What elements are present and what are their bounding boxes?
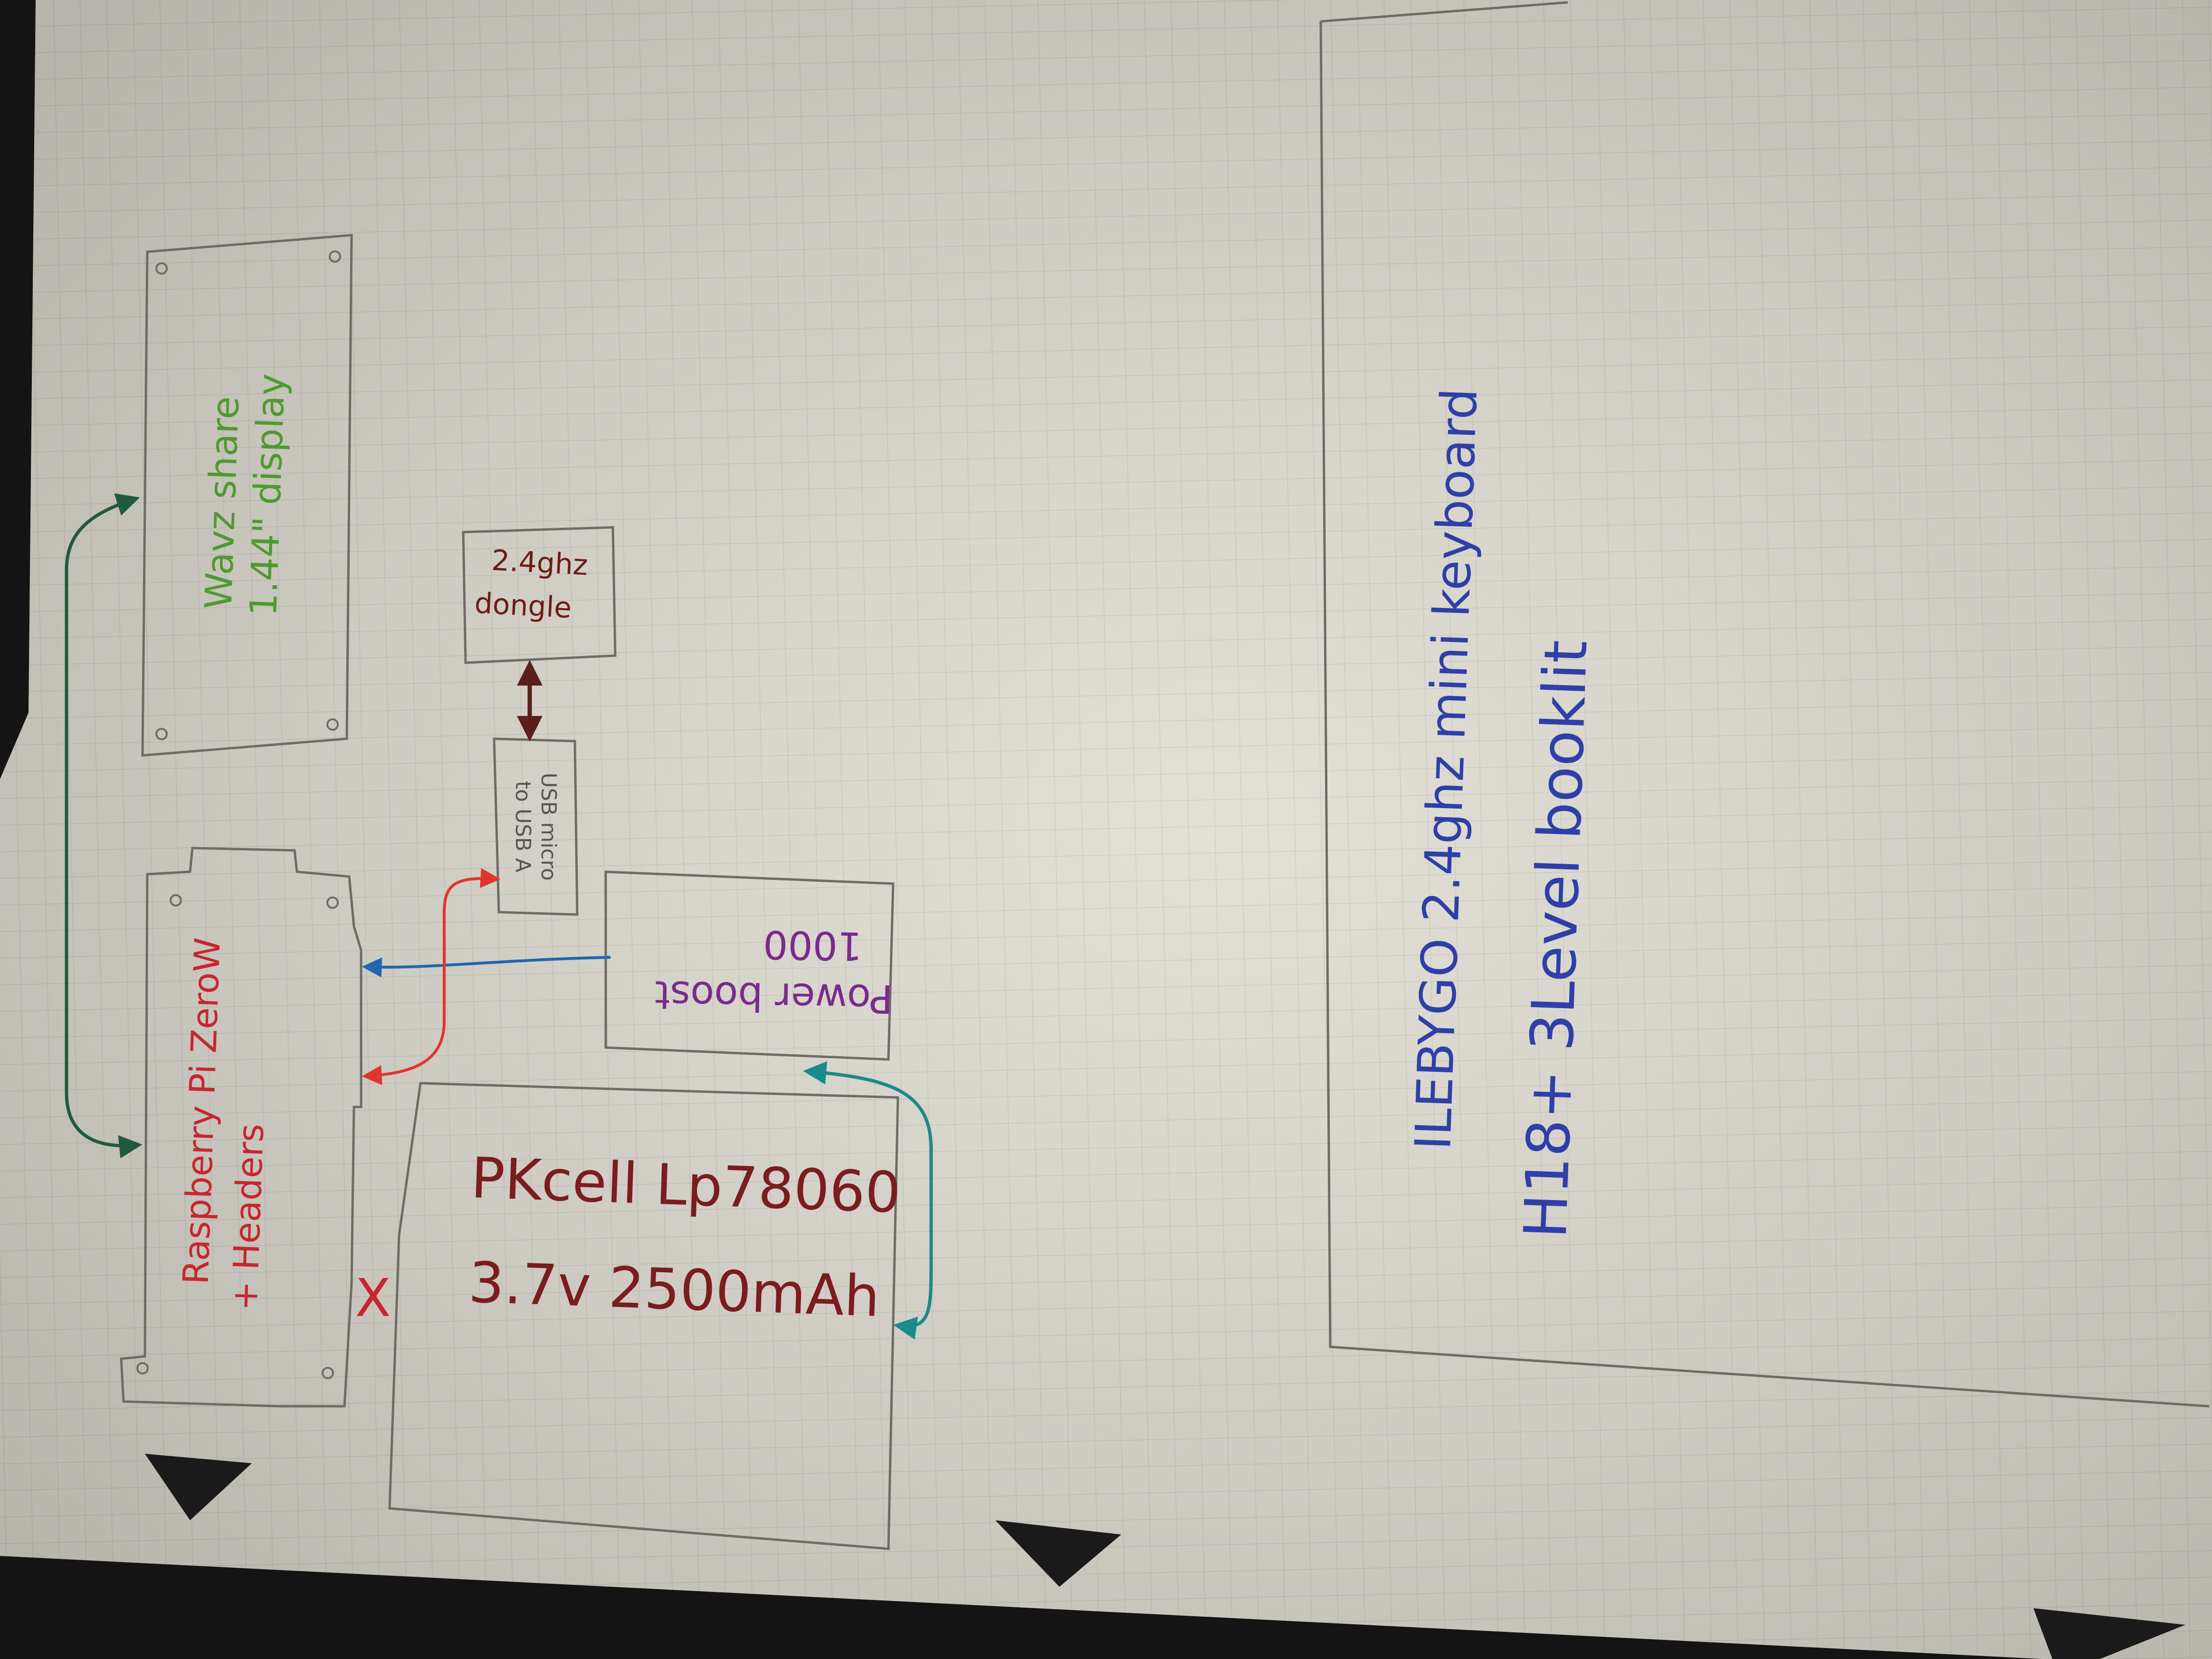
keyboard-box xyxy=(1319,1,2210,1408)
dongle-label-line2: dongle xyxy=(474,587,572,625)
display-pi-connection-arrow xyxy=(65,493,143,1159)
usb-adapter-label-line2: to USB A xyxy=(511,781,535,873)
powerboost-label-line1: Power boost xyxy=(654,972,893,1021)
powerboost-battery-connection-arrow xyxy=(803,1061,933,1340)
binder-hole-right xyxy=(2033,1608,2185,1659)
dongle-label-line1: 2.4ghz xyxy=(491,544,589,582)
powerboost-label-line2: 1000 xyxy=(763,922,863,969)
battery-label-line1: PKcell Lp78060 xyxy=(470,1145,902,1226)
pi-usb-adapter-connection-arrow xyxy=(362,868,501,1086)
battery-label-line2: 3.7v 2500mAh xyxy=(467,1249,881,1329)
usb-adapter-box xyxy=(493,737,579,916)
binder-hole-left xyxy=(145,1454,252,1520)
display-label-line2: 1.44" display xyxy=(242,372,294,617)
powerboost-box xyxy=(604,870,895,1061)
pi-label-line2: + Headers xyxy=(224,1123,272,1311)
pi-box xyxy=(120,847,362,1408)
screw-holes xyxy=(136,250,341,1379)
display-box xyxy=(141,234,353,757)
usb-adapter-label-line1: USB micro xyxy=(536,772,561,881)
dongle-box xyxy=(462,526,617,664)
x-mark: X xyxy=(355,1268,391,1328)
display-label-line1: Wavz share xyxy=(198,396,248,610)
binder-hole-middle xyxy=(995,1520,1121,1587)
